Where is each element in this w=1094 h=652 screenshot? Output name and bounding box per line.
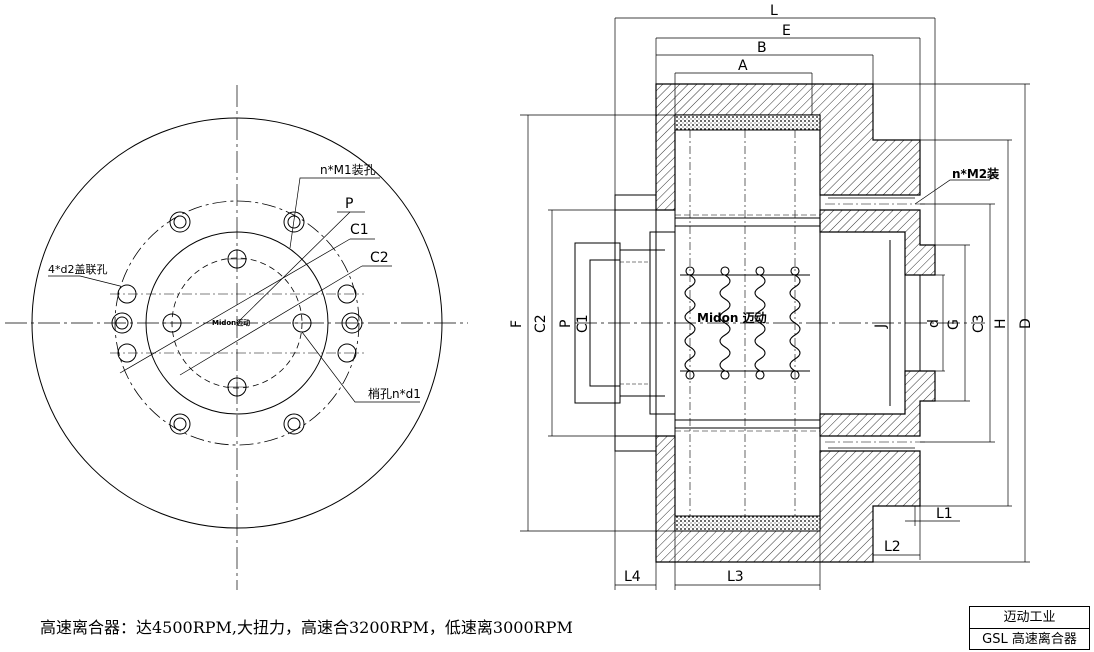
title-block-product: GSL 高速离合器 (982, 632, 1077, 647)
dim-A: A (738, 58, 748, 74)
dim-P: P (558, 320, 574, 328)
mounting-holes-outer (111, 211, 363, 435)
dim-L4: L4 (624, 569, 641, 585)
dim-J: J (873, 324, 889, 329)
label-d2-holes: 4*d2盖联孔 (48, 262, 107, 276)
dim-L2: L2 (884, 539, 901, 555)
dim-C3: C3 (971, 314, 987, 333)
dim-L: L (770, 3, 778, 19)
center-brand-label: Midon迈动 (212, 318, 250, 327)
dimension-lines (520, 17, 1030, 590)
label-n-m2: n*M2装 (952, 166, 999, 181)
dim-E: E (782, 23, 791, 39)
friction-band-bottom (674, 515, 821, 532)
dim-D: D (1018, 318, 1034, 329)
dim-C2: C2 (533, 314, 549, 333)
right-brand-label: Midon 迈动 (697, 311, 767, 325)
dim-L3: L3 (727, 569, 744, 585)
caption-text: 高速离合器：达4500RPM,大扭力，高速合3200RPM，低速离3000RPM (40, 618, 573, 637)
label-n-m1: n*M1装孔 (320, 163, 376, 177)
left-end-view: n*M1装孔 P C1 C2 4*d2盖联孔 梢孔n*d1 Midon迈动 (5, 85, 468, 590)
label-c1-left: C1 (350, 222, 369, 238)
dim-C1: C1 (575, 314, 591, 333)
label-pin-hole: 梢孔n*d1 (368, 386, 421, 401)
title-block-company: 迈动工业 (970, 607, 1089, 629)
right-section-view: Midon 迈动 (509, 3, 1034, 590)
label-p-left: P (345, 196, 353, 212)
dim-G: G (946, 319, 962, 330)
dim-L1: L1 (936, 506, 953, 522)
title-block: 迈动工业 GSL 高速离合器 (969, 606, 1090, 650)
dim-H: H (993, 318, 1009, 329)
dim-d: d (926, 319, 942, 328)
label-c2-left: C2 (370, 250, 389, 266)
friction-band-top (674, 114, 821, 131)
dim-F: F (509, 320, 525, 328)
dim-B: B (757, 40, 767, 56)
